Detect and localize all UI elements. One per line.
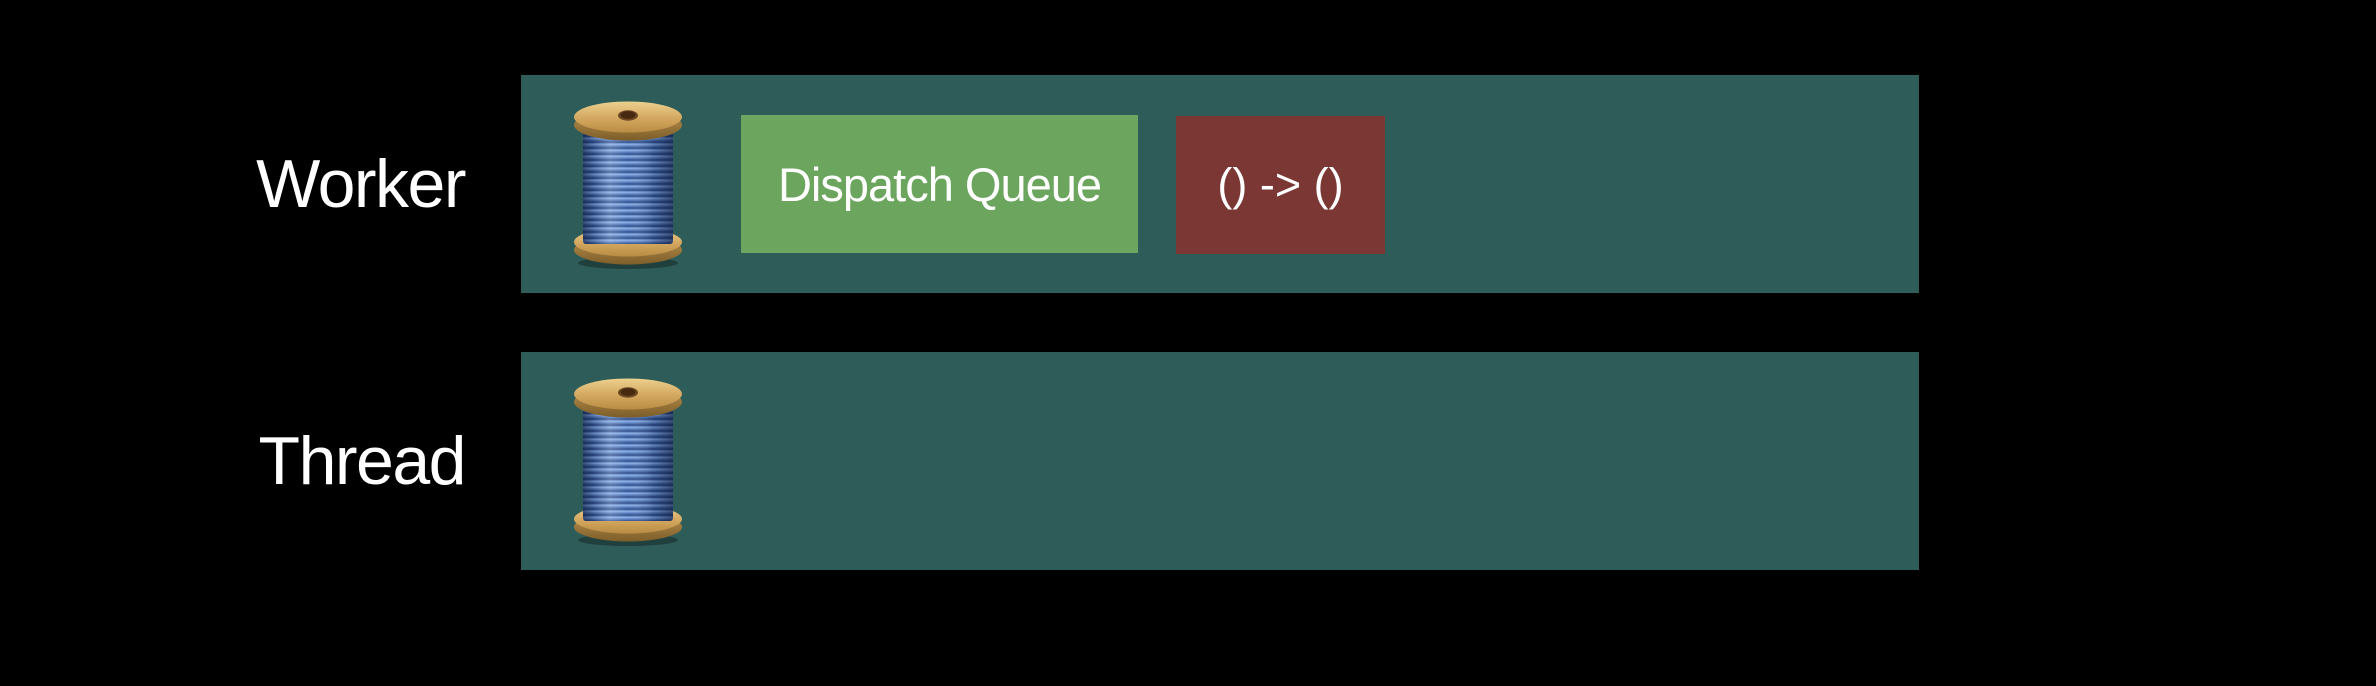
closure-label: () -> (): [1217, 159, 1344, 210]
thread-spool-icon: [573, 101, 683, 272]
closure-box: () -> (): [1176, 116, 1385, 254]
thread-row-label: Thread: [258, 423, 467, 499]
worker-row-label: Worker: [256, 146, 466, 222]
dispatch-queue-box: Dispatch Queue: [741, 115, 1138, 253]
thread-spool-icon: [573, 378, 683, 549]
dispatch-queue-label: Dispatch Queue: [777, 157, 1102, 211]
worker-bar: Dispatch Queue () -> (): [521, 75, 1919, 293]
thread-bar: [521, 352, 1919, 570]
